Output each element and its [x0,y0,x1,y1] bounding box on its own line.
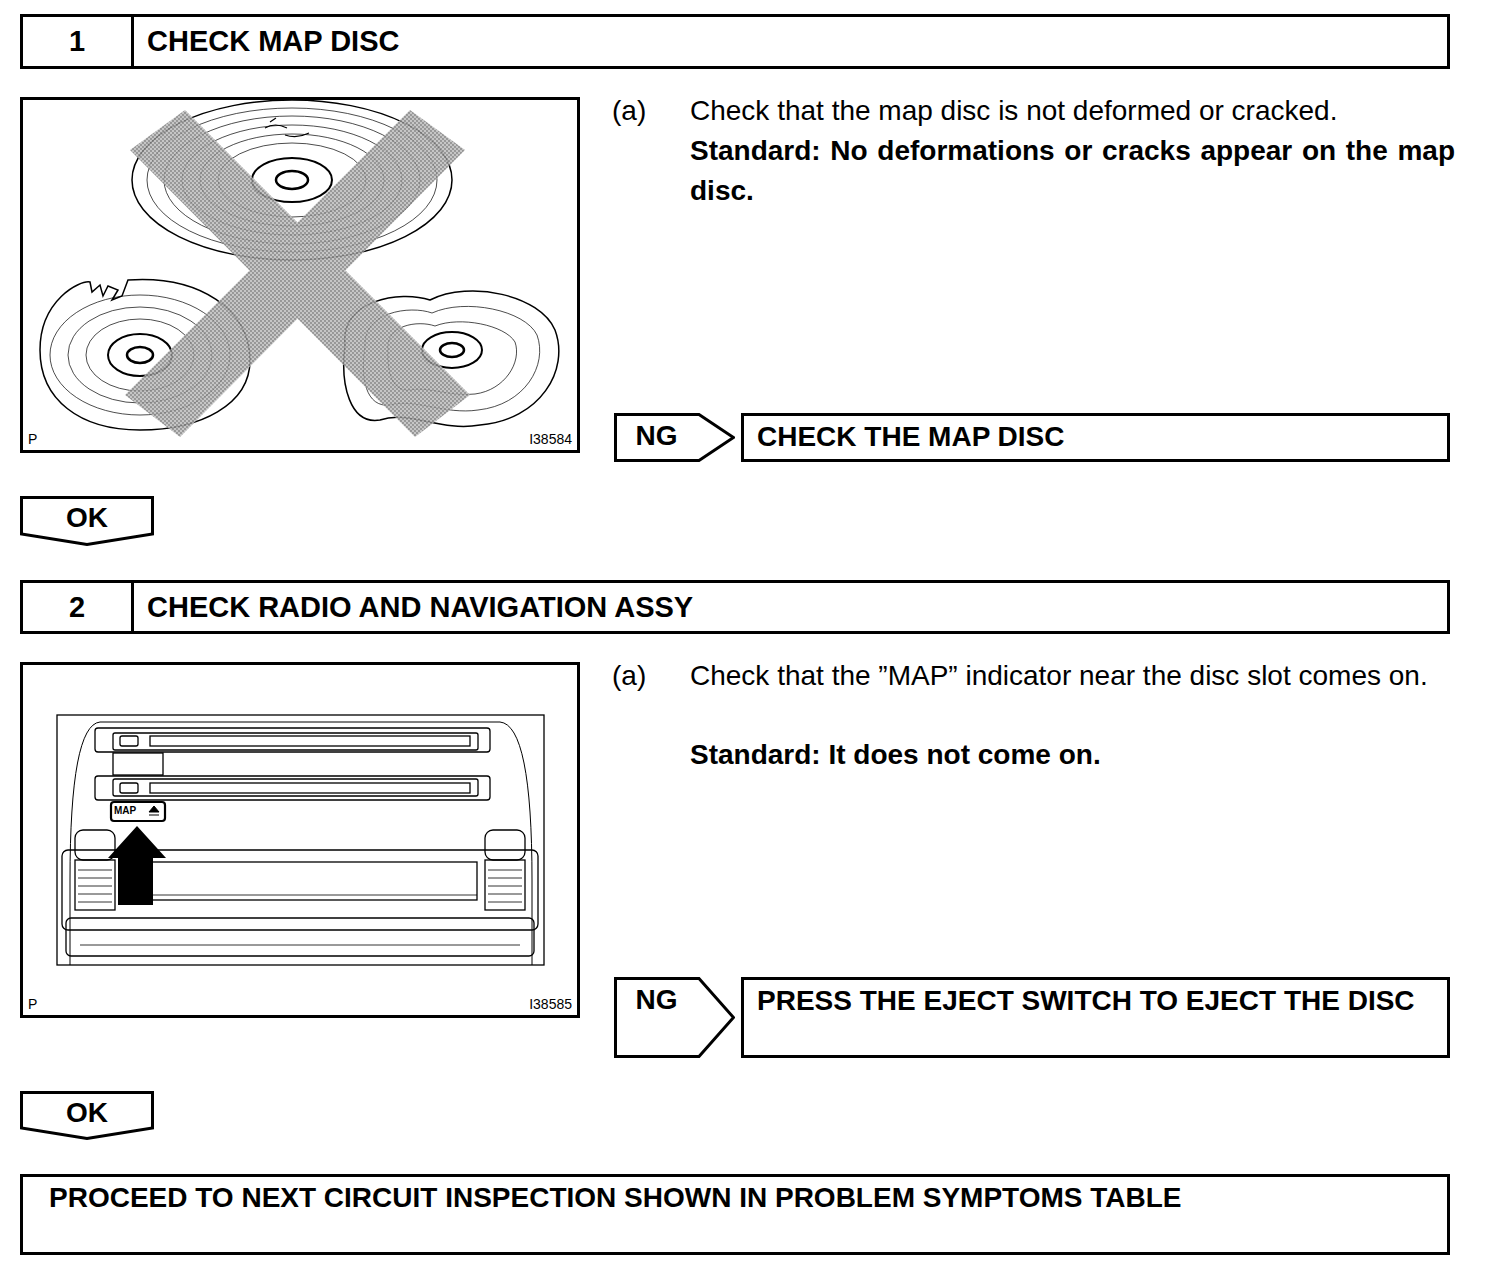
flow-frame: P I38585 [20,662,580,1018]
instruction-text: Standard: No deformations or cracks appe… [690,131,1455,211]
step-number: 2 [23,583,134,631]
flow-final: PROCEED TO NEXT CIRCUIT INSPECTION SHOWN… [20,1174,1450,1255]
step-number: 1 [23,17,134,66]
indicator-label: MAP [114,804,136,818]
flow-head: 1CHECK MAP DISC [20,14,1450,69]
step-letter: (a) [612,91,682,131]
result-text: PRESS THE EJECT SWITCH TO EJECT THE DISC [757,985,1435,1016]
flow-ng: NG [614,413,735,462]
figure-number: I38584 [528,431,573,447]
ok-text: OK [20,1091,154,1128]
instruction-text: Standard: It does not come on. [690,735,1455,775]
ok-text: OK [20,496,154,533]
flow-ng: NG [614,977,735,1058]
ng-text: NG [614,413,699,451]
instruction-text: Check that the map disc is not deformed … [690,91,1455,131]
radio-navigation-unit [57,715,544,965]
flow-ok: OK [20,1091,154,1140]
flow-ok: OK [20,496,154,546]
figure-number: I38585 [528,996,573,1012]
flow-res: CHECK THE MAP DISC [741,413,1450,462]
flow-head: 2CHECK RADIO AND NAVIGATION ASSY [20,580,1450,634]
result-text: CHECK THE MAP DISC [757,421,1435,452]
final-instruction: PROCEED TO NEXT CIRCUIT INSPECTION SHOWN… [49,1182,1427,1213]
instruction-text: Check that the ”MAP” indicator near the … [690,656,1455,696]
prohibited-cross [125,110,470,437]
figure-mark: P [27,431,38,447]
step-letter: (a) [612,656,682,696]
step-title: CHECK MAP DISC [134,17,1447,66]
figure-mark: P [27,996,38,1012]
flow-frame: P I38584 [20,97,580,453]
ng-text: NG [614,977,699,1015]
indicator-arrow [108,826,166,905]
step-title: CHECK RADIO AND NAVIGATION ASSY [134,583,1447,631]
flow-res: PRESS THE EJECT SWITCH TO EJECT THE DISC [741,977,1450,1058]
